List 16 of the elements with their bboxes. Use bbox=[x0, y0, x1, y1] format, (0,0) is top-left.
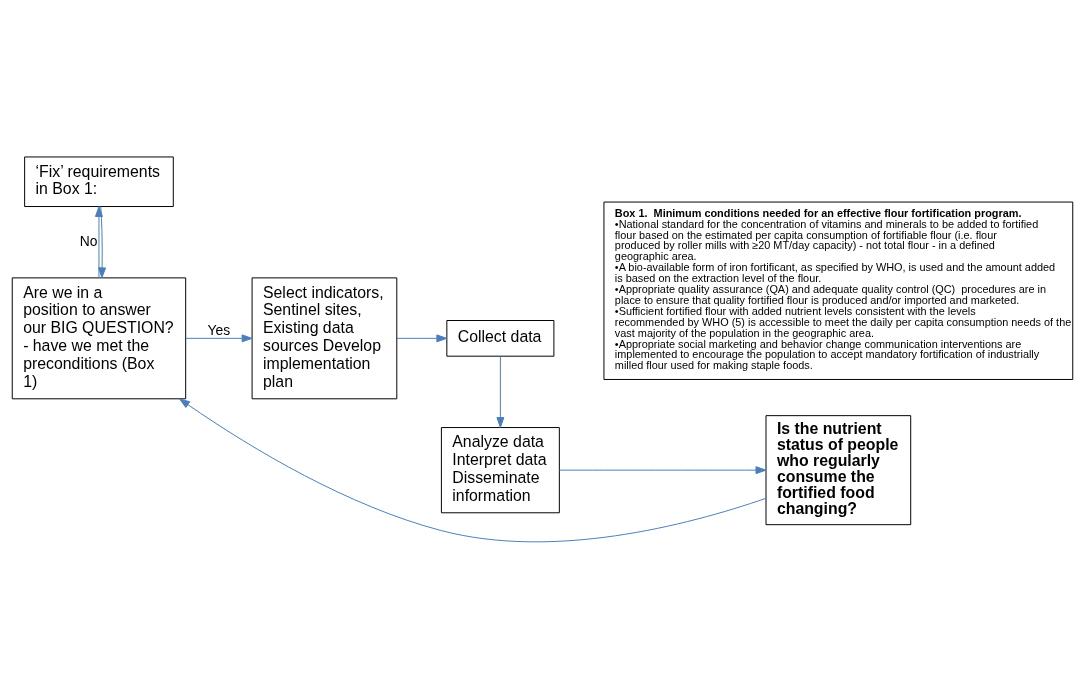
node-box: Are we in a position to answer our BIG QUESTION? - have we met the preconditions (Box 1) bbox=[11, 276, 187, 399]
arrow bbox=[98, 205, 107, 278]
edge-label: Yes bbox=[207, 321, 231, 338]
node-box: Box 1. Minimum conditions needed for an effective flour fortification program. •National standard for the concentration of vitamins and minerals to be added to fortified flour based on the estimated per capita consumption of fortifiable flour (i.e. flour produced by roller mills with ≥20 MT/day capacity) - not total flour - in a defined geographic area. •A bio-available form of iron fortificant, as specified by WHO, is used and the amount added is based on the extraction level of the flour. •Appropriate quality assurance (QA) and adequate quality control (QC) procedures are in place to ensure that quality fortified flour is produced and/or imported and marketed. •Sufficient fortified flour with added nutrient levels consistent with the levels recommended by WHO (5) is accessible to meet the daily per capita consumption needs of the vast majority of the population in the geographic area. •Appropriate social marketing and behavior change communication interventions are implemented to encourage the population to accept mandatory fortification of industrially milled flour used for making staple foods. bbox=[603, 201, 1074, 380]
arrow bbox=[559, 465, 767, 474]
node-box: Analyze data Interpret data Disseminate information bbox=[440, 426, 560, 513]
node-box: ‘Fix’ requirements in Box 1: bbox=[24, 155, 174, 207]
node-box: Is the nutrient status of people who regularly consume the fortified food changing? bbox=[765, 414, 912, 525]
node-box: Collect data bbox=[446, 319, 555, 357]
edge-label: No bbox=[79, 232, 98, 249]
arrow bbox=[179, 397, 767, 542]
arrow bbox=[496, 355, 505, 428]
arrow bbox=[396, 333, 448, 342]
arrow bbox=[95, 205, 103, 278]
node-box: Select indicators, Sentinel sites, Existing data sources Develop implementation plan bbox=[251, 276, 398, 399]
arrow bbox=[185, 333, 253, 342]
